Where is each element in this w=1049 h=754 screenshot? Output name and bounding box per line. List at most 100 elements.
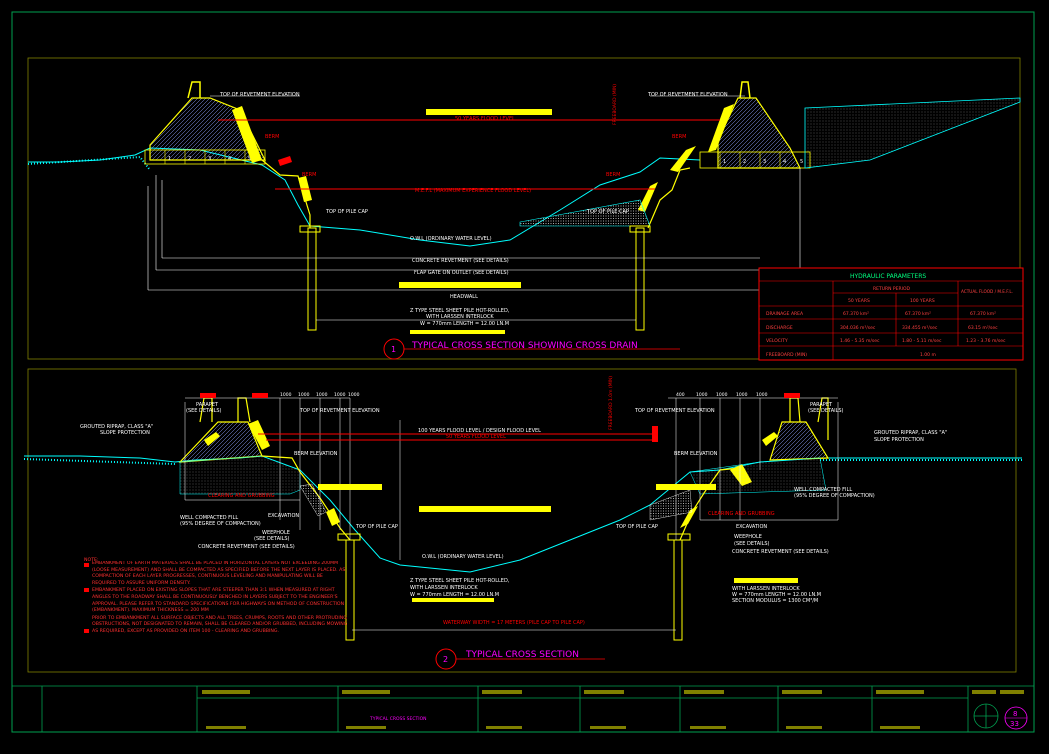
label-sheet-pile-1: Z TYPE STEEL SHEET PILE HOT-ROLLED, <box>410 308 510 314</box>
section-2-drawing: 1000 1000 1000 1000 1000 400 1000 1000 1… <box>23 376 1022 670</box>
label-fill-right-2: (95% DEGREE OF COMPACTION) <box>794 493 875 499</box>
table-cell: 67.370 km² <box>905 311 931 317</box>
dim-right: 400 <box>676 392 685 398</box>
label-fill-left-2: (95% DEGREE OF COMPACTION) <box>180 521 261 527</box>
section-1-drawing: 1 2 3 4 5 1 2 3 4 5 <box>27 81 1021 360</box>
label-top-revetment-left: TOP OF REVETMENT ELEVATION <box>299 408 380 414</box>
label-sheet-pile-right-1: WITH LARSSEN INTERLOCK <box>732 586 800 592</box>
table-col-100: 100 YEARS <box>910 298 935 304</box>
notes-block: NOTE: EMBANKMENT OF EARTH MATERIALS SHAL… <box>84 557 347 634</box>
table-cell: 334.455 m³/sec <box>902 325 938 331</box>
label-excavation-left: EXCAVATION <box>268 513 299 519</box>
label-clearing-left: CLEARING AND GRUBBING <box>208 493 275 499</box>
label-concrete-revetment: CONCRETE REVETMENT (SEE DETAILS) <box>412 258 509 264</box>
svg-text:5: 5 <box>248 156 251 162</box>
svg-text:4: 4 <box>783 159 786 165</box>
label-pile-cap-left: TOP OF PILE CAP <box>355 524 398 530</box>
label-revetment-right: CONCRETE REVETMENT (SEE DETAILS) <box>732 549 829 555</box>
svg-text:3: 3 <box>763 159 766 165</box>
highlight-bar-flood-50 <box>426 109 552 115</box>
table-cell: 1.46 - 5.35 m/sec <box>840 338 880 344</box>
dim-right: 1000 <box>756 392 768 398</box>
label-revetment-left: CONCRETE REVETMENT (SEE DETAILS) <box>198 544 295 550</box>
label-parapet-right: PARAPET <box>810 402 833 408</box>
label-parapet-right-sub: (SEE DETAILS) <box>808 408 844 414</box>
label-weephole-right: WEEPHOLE <box>734 534 762 540</box>
table-cell: 67.370 km² <box>970 311 996 317</box>
label-top-revetment-right: TOP OF REVETMENT ELEVATION <box>634 408 715 414</box>
label-pile-cap-right: TOP OF PILE CAP <box>586 209 629 215</box>
label-parapet-left-sub: (SEE DETAILS) <box>186 408 222 414</box>
label-fill-left-1: WELL COMPACTED FILL <box>180 515 238 521</box>
svg-text:2: 2 <box>743 159 746 165</box>
dim-right: 1000 <box>716 392 728 398</box>
label-top-revetment-left: TOP OF REVETMENT ELEVATION <box>219 92 300 98</box>
label-pile-cap-right: TOP OF PILE CAP <box>615 524 658 530</box>
highlight-bar-headwall <box>399 282 521 288</box>
label-freeboard: FREEBOARD (MIN) <box>612 84 618 125</box>
svg-text:1: 1 <box>723 159 726 165</box>
label-flood-50: 50 YEARS FLOOD LEVEL <box>455 116 515 122</box>
label-berm-right-lower: BERM <box>606 172 620 178</box>
dim-left: 1000 <box>316 392 328 398</box>
label-flood-100: 100 YEARS FLOOD LEVEL / DESIGN FLOOD LEV… <box>418 428 541 434</box>
label-sheet-pile-left-2: WITH LARSSEN INTERLOCK <box>410 585 478 591</box>
label-fill-right-1: WELL COMPACTED FILL <box>794 487 852 493</box>
table-cell: 1.00 m <box>920 352 936 358</box>
left-embankment-2 <box>178 421 263 463</box>
label-pile-cap-left: TOP OF PILE CAP <box>325 209 368 215</box>
label-berm-right: BERM ELEVATION <box>674 451 718 457</box>
dim-left: 1000 <box>334 392 346 398</box>
dim-left: 1000 <box>280 392 292 398</box>
hydraulic-parameters-table: HYDRAULIC PARAMETERS RETURN PERIOD 50 YE… <box>758 267 1024 361</box>
dim-right: 1000 <box>696 392 708 398</box>
label-weephole-left: WEEPHOLE <box>262 530 290 536</box>
svg-text:3: 3 <box>208 156 211 162</box>
svg-text:2: 2 <box>188 156 191 162</box>
table-row-label: DRAINAGE AREA <box>766 311 804 317</box>
right-embankment-2 <box>769 421 830 461</box>
label-flap-gate: FLAP GATE ON OUTLET (SEE DETAILS) <box>414 270 509 276</box>
svg-text:1: 1 <box>168 156 171 162</box>
label-berm-right-upper: BERM <box>672 134 686 140</box>
table-cell: 1.80 - 5.11 m/sec <box>902 338 942 344</box>
label-waterway: WATERWAY WIDTH = 17 METERS (PILE CAP TO … <box>443 620 585 626</box>
sheet-number: 8 <box>1013 710 1017 718</box>
svg-text:4: 4 <box>228 156 231 162</box>
total-sheets: 33 <box>1010 720 1019 728</box>
table-row-label: VELOCITY <box>766 338 788 344</box>
label-clearing-right: CLEARING AND GRUBBING <box>708 511 775 517</box>
label-mefl: M.E.F.L (MAXIMUM EXPERIENCE FLOOD LEVEL) <box>415 188 531 194</box>
ground-line <box>24 455 1022 573</box>
svg-text:1: 1 <box>391 345 396 354</box>
label-sheet-pile-3: W = 770mm LENGTH = 12.00 LN.M <box>420 321 509 327</box>
dim-right: 1000 <box>736 392 748 398</box>
label-headwall: HEADWALL <box>450 294 478 300</box>
label-weephole-left-sub: (SEE DETAILS) <box>254 536 290 542</box>
svg-text:2: 2 <box>443 655 448 664</box>
label-excavation-right: EXCAVATION <box>736 524 767 530</box>
label-berm-left: BERM ELEVATION <box>294 451 338 457</box>
label-sheet-pile-left-1: Z TYPE STEEL SHEET PILE HOT-ROLLED, <box>410 578 510 584</box>
label-sheet-pile-right-2: W = 770mm LENGTH = 12.00 LN.M <box>732 592 821 598</box>
svg-text:NOTE:: NOTE: <box>84 557 99 563</box>
table-row-label: FREEBOARD (MIN) <box>766 352 807 358</box>
note-item: EMBANKMENT PLACED ON EXISTING SLOPES THA… <box>92 588 345 614</box>
dim-left: 1000 <box>348 392 360 398</box>
label-parapet-left: PARAPET <box>196 402 219 408</box>
table-cell: 63.15 m³/sec <box>968 325 998 331</box>
table-col-50: 50 YEARS <box>848 298 870 304</box>
table-title: HYDRAULIC PARAMETERS <box>850 273 926 280</box>
label-flood-50: 50 YEARS FLOOD LEVEL <box>446 434 506 440</box>
label-weephole-right-sub: (SEE DETAILS) <box>734 541 770 547</box>
table-return-period: RETURN PERIOD <box>873 286 910 292</box>
svg-text:5: 5 <box>800 159 803 165</box>
label-riprap-right-1: GROUTED RIPRAP, CLASS "A" <box>874 430 947 436</box>
section-2-title: 2 TYPICAL CROSS SECTION <box>435 648 605 670</box>
table-cell: 1.23 - 3.76 m/sec <box>966 338 1006 344</box>
label-berm-left-upper: BERM <box>265 134 279 140</box>
section-1-title: 1 TYPICAL CROSS SECTION SHOWING CROSS DR… <box>383 338 680 360</box>
label-owl: O.W.L (ORDINARY WATER LEVEL) <box>410 236 492 242</box>
note-item: EMBANKMENT OF EARTH MATERIALS SHALL BE P… <box>92 561 346 586</box>
